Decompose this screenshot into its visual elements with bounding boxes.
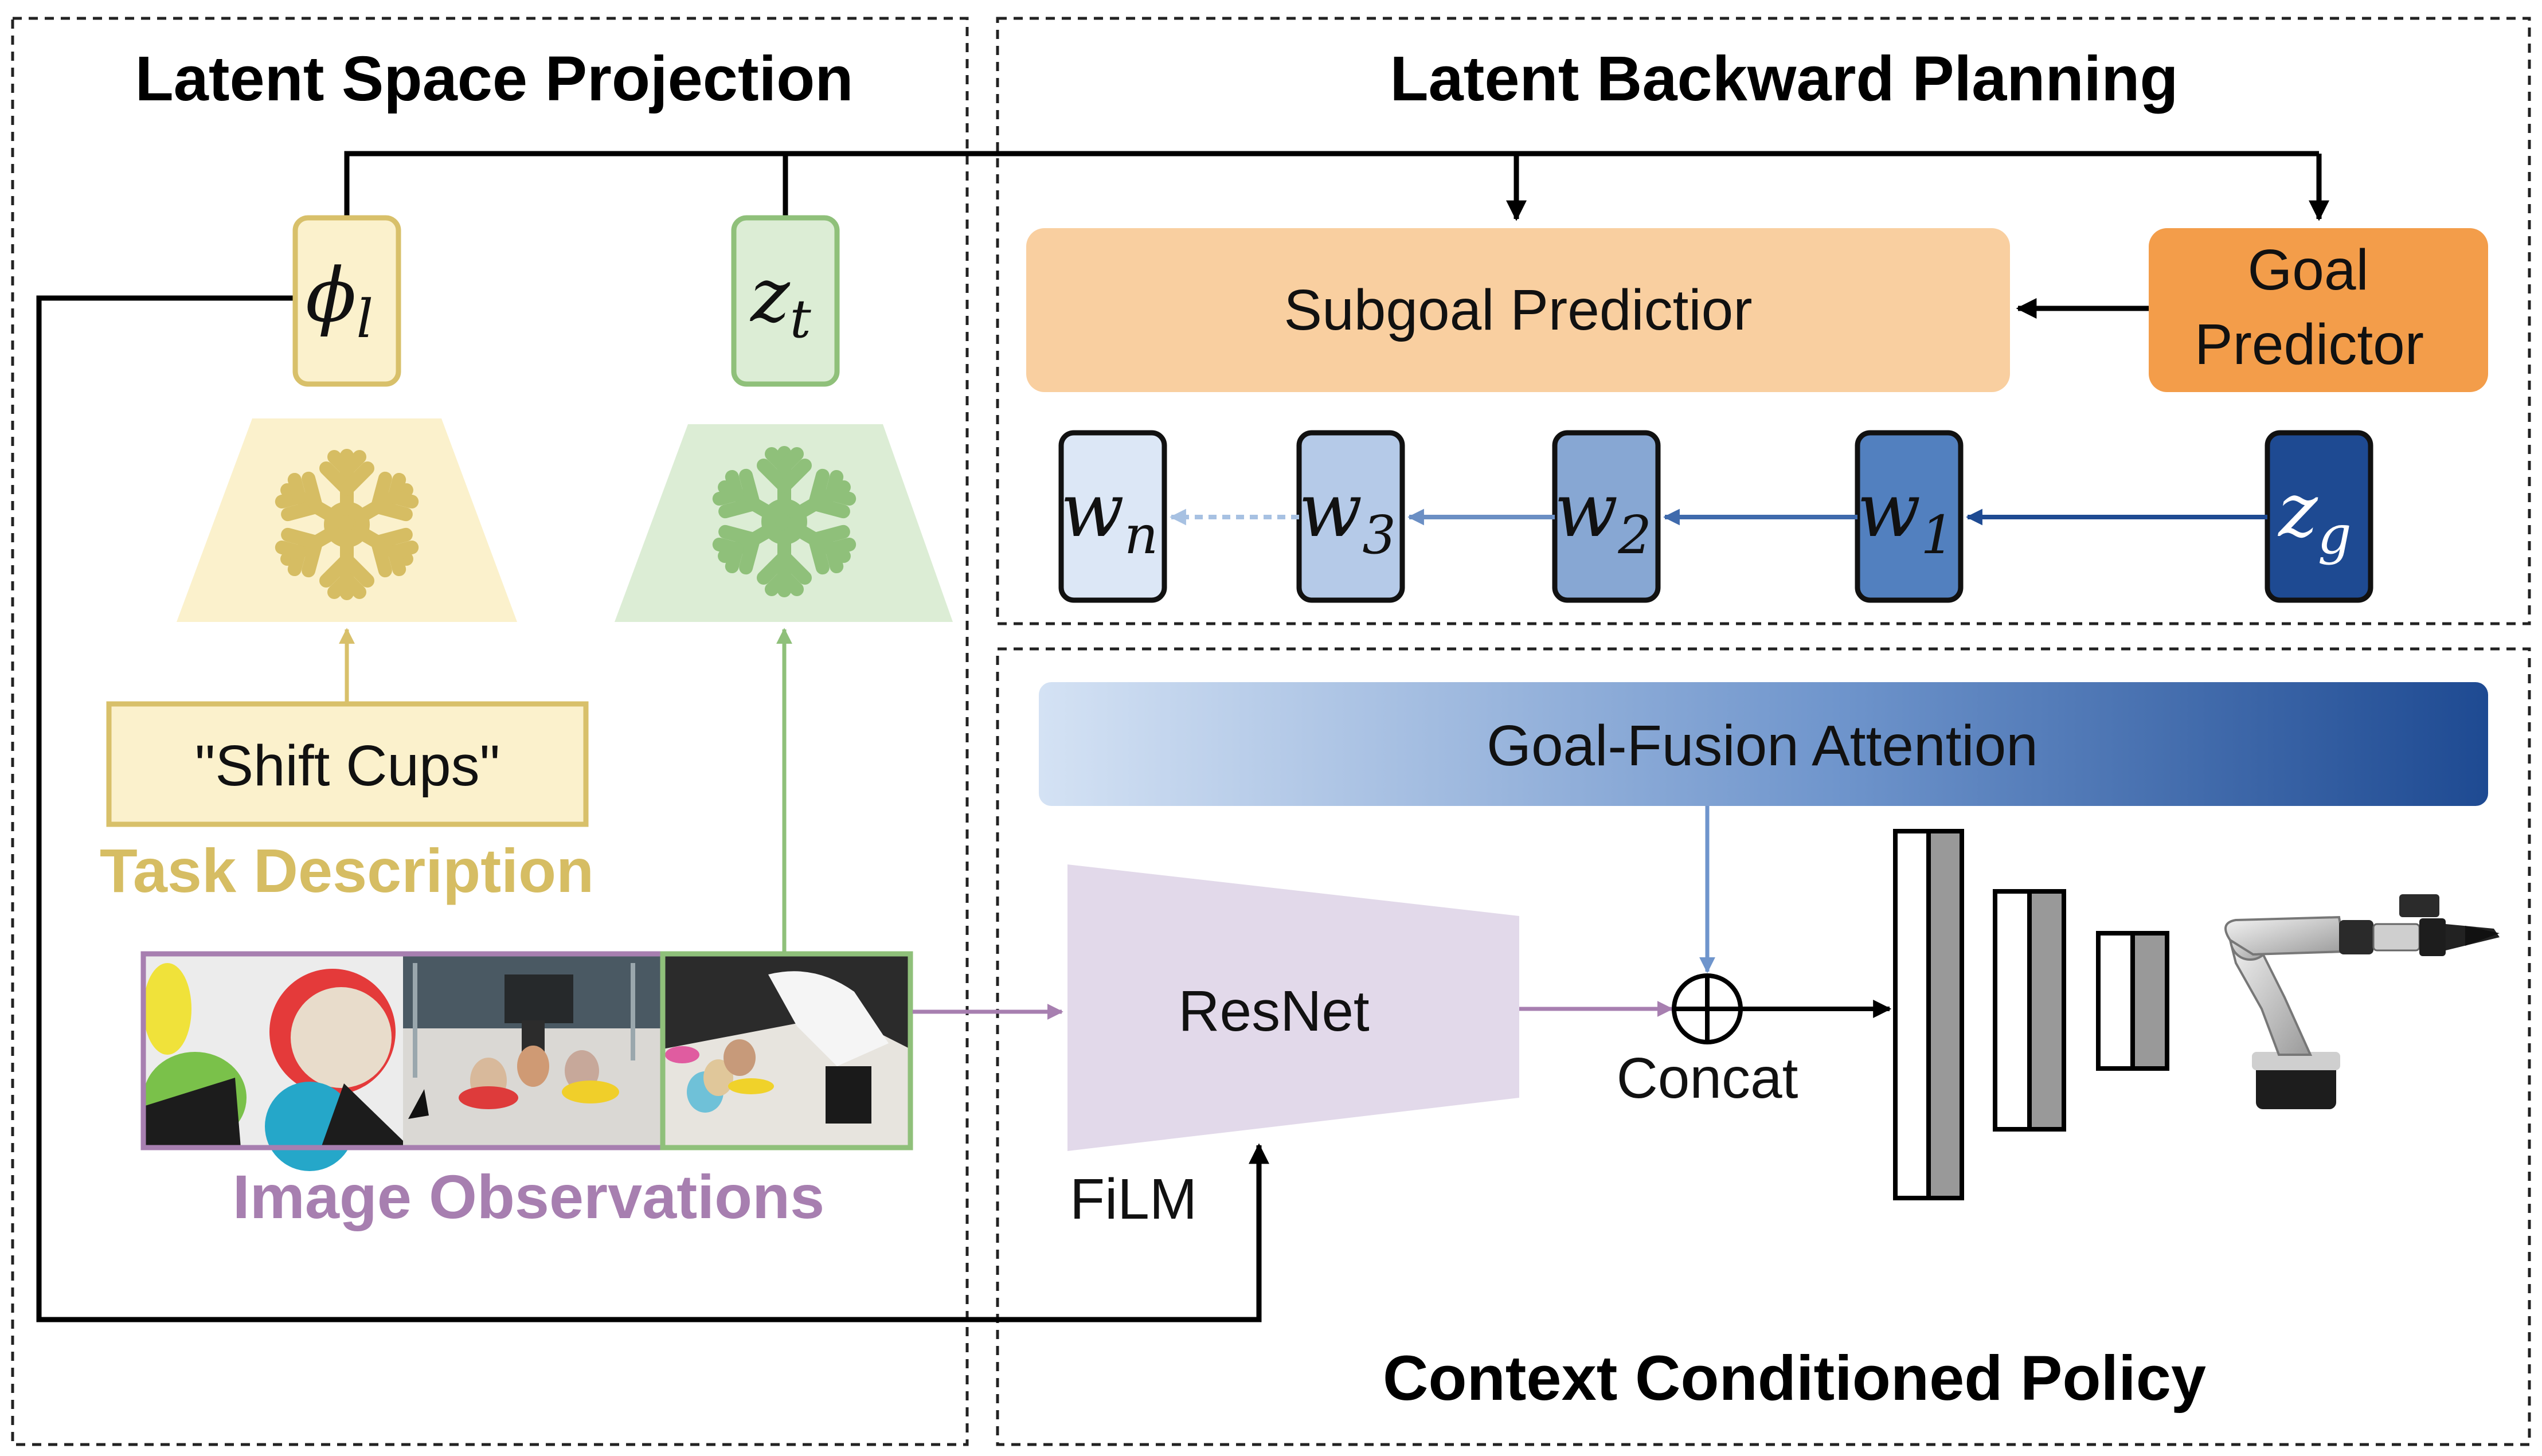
- observation-frame-2: [403, 954, 663, 1148]
- action-head-layer-1: [1893, 829, 1964, 1200]
- z-t-token: zt: [731, 215, 840, 387]
- frozen-text-encoder: [177, 418, 517, 622]
- subgoal-predictor-block: Subgoal Predictior: [1026, 228, 2010, 392]
- svg-text:zt: zt: [749, 252, 812, 350]
- latent-connector: [344, 151, 2329, 221]
- concat-operator: [1672, 973, 1743, 1044]
- image-observations-strip: [140, 951, 913, 1171]
- action-head-layer-2: [1993, 889, 2066, 1132]
- task-text: "Shift Cups": [195, 734, 500, 798]
- goal-fusion-attention-label: Goal-Fusion Attention: [1487, 714, 2038, 778]
- task-description-box: "Shift Cups": [106, 701, 589, 827]
- goal-fusion-attention-block: Goal-Fusion Attention: [1039, 682, 2488, 806]
- phi-l-token: ϕl: [292, 215, 401, 387]
- robot-arm-icon: [2224, 894, 2500, 1109]
- observation-frame-3: [663, 954, 910, 1148]
- task-description-caption: Task Description: [100, 836, 594, 905]
- latent-backward-planning-frame: [996, 17, 2531, 625]
- action-head-layer-3: [2096, 931, 2169, 1071]
- resnet-label: ResNet: [1178, 979, 1370, 1043]
- observation-frame-1: [143, 954, 403, 1171]
- section-title-projection: Latent Space Projection: [135, 44, 853, 114]
- resnet-block: ResNet: [1067, 864, 1519, 1151]
- subgoal-predictor-label: Subgoal Predictior: [1284, 278, 1752, 342]
- token-z-g: zg: [2265, 430, 2373, 603]
- svg-text:w2: w2: [1554, 467, 1652, 566]
- token-w-n: wn: [1058, 430, 1167, 603]
- goal-predictor-block: Goal Predictor: [2149, 228, 2488, 392]
- svg-text:zg: zg: [2277, 467, 2351, 566]
- film-conditioning-arrow: [36, 295, 1269, 1322]
- latent-space-projection-frame: [11, 17, 969, 1446]
- concat-label: Concat: [1617, 1046, 1798, 1110]
- film-label: FiLM: [1070, 1167, 1197, 1231]
- svg-text:w3: w3: [1299, 467, 1396, 566]
- frozen-image-encoder: [615, 424, 953, 622]
- token-w-3: w3: [1296, 430, 1405, 603]
- svg-text:wn: wn: [1061, 467, 1159, 566]
- svg-text:w1: w1: [1857, 467, 1954, 566]
- section-title-planning: Latent Backward Planning: [1390, 44, 2178, 114]
- image-observations-caption: Image Observations: [233, 1162, 824, 1231]
- token-w-1: w1: [1855, 430, 1964, 603]
- section-title-policy: Context Conditioned Policy: [1383, 1343, 2206, 1414]
- token-w-2: w2: [1552, 430, 1661, 603]
- goal-predictor-label: Goal Predictor: [2195, 238, 2424, 377]
- context-conditioned-policy-frame: [996, 647, 2531, 1446]
- svg-text:ϕl: ϕl: [306, 252, 373, 350]
